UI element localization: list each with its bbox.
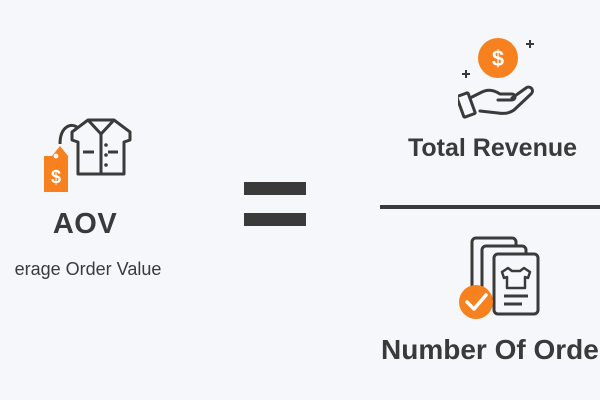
aov-subtitle: erage Order Value [14,259,162,279]
equals-bar-top [244,182,306,195]
number-of-orders-label: Number Of Orders [381,334,600,365]
svg-text:$: $ [51,167,61,187]
aov-title: AOV [52,208,118,240]
fraction-divider [380,205,600,209]
svg-text:$: $ [492,46,504,71]
total-revenue-label: Total Revenue [408,134,578,162]
hand-dollar-coin-icon: $ [458,38,534,119]
order-cards-check-icon [459,236,540,319]
equals-sign [244,182,306,226]
equals-bar-bottom [244,213,306,226]
price-tag-shirt-icon: $ [44,118,132,192]
